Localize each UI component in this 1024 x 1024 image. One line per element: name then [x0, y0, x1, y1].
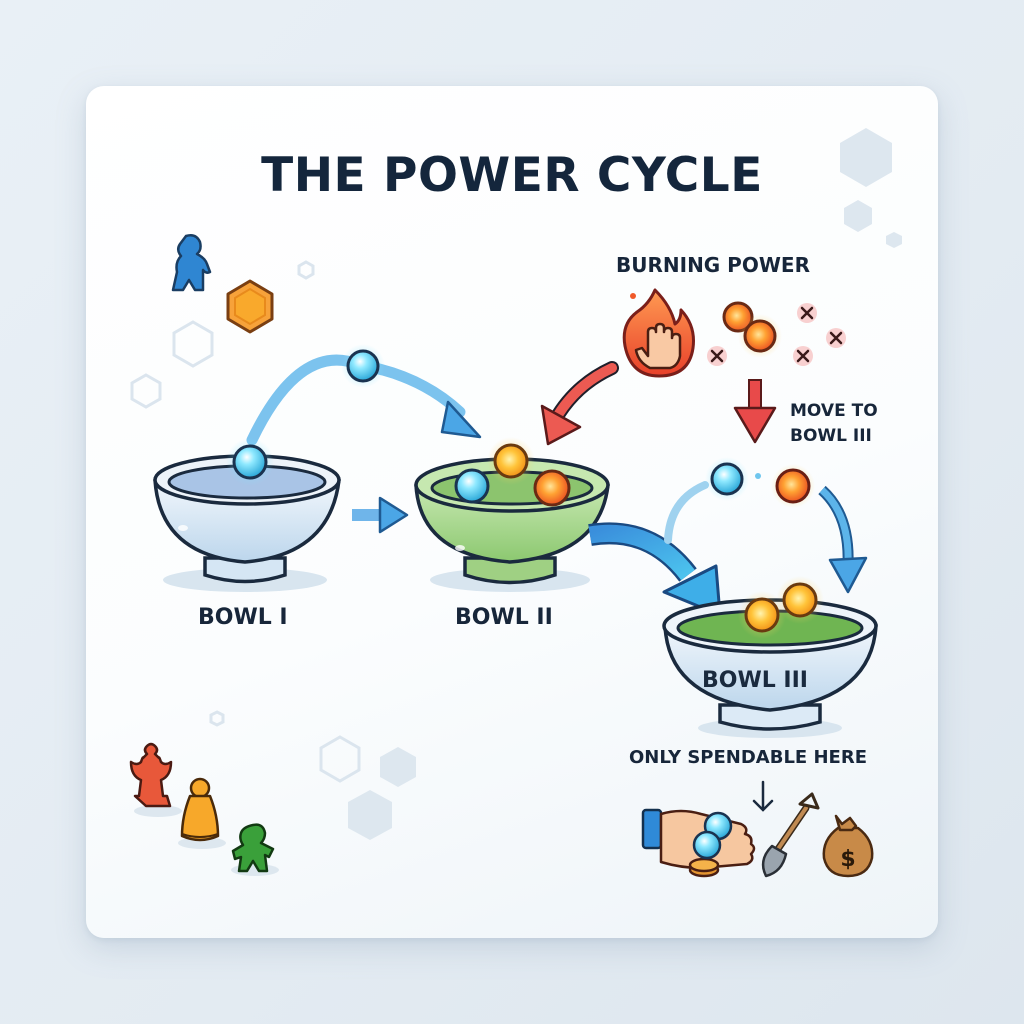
bowl-iii-line: BOWL III [790, 426, 872, 446]
burning-power-label: BURNING POWER [616, 253, 810, 277]
bowl-3-flow-tokens [705, 457, 815, 508]
only-spendable-label: ONLY SPENDABLE HERE [629, 747, 867, 768]
bowl-2-tokens [454, 437, 571, 507]
shovel-icon [761, 792, 820, 878]
red-down-arrow [733, 379, 777, 444]
orange-hex-token-icon [226, 279, 274, 334]
svg-text:$: $ [840, 847, 855, 872]
bowl-3-label: BOWL III [702, 668, 808, 693]
decor-hexagons-filled [348, 128, 902, 840]
bowl-2-label: BOWL II [455, 605, 553, 630]
move-to-line: MOVE TO [790, 401, 878, 421]
bowl-1-label: BOWL I [198, 605, 288, 630]
blue-meeple-icon [171, 234, 212, 292]
small-down-arrow [752, 780, 774, 812]
yellow-pawn-icon [178, 777, 226, 849]
decor-hexagons [130, 260, 361, 783]
red-king-piece-icon [129, 742, 182, 817]
hand-holding-tokens-icon [641, 808, 756, 878]
flame-hand-icon [622, 288, 695, 378]
arrow-bowl1-to-bowl2 [352, 496, 409, 534]
x-mark-icon [707, 303, 846, 366]
red-power-token-icon [722, 301, 782, 358]
move-to-bowl-iii-label: MOVE TO BOWL III [790, 399, 878, 449]
arrow-bowl2-to-bowl3 [588, 522, 722, 617]
green-meeple-icon [231, 823, 279, 876]
page-title: THE POWER CYCLE [261, 148, 763, 203]
bowl-3-tokens [738, 576, 824, 639]
blue-power-token-icon [226, 438, 274, 486]
bowl-3 [662, 598, 878, 738]
money-bag-icon: $ [822, 814, 874, 878]
bowl-3-cycle-arrows [664, 473, 868, 594]
blue-power-token-icon [341, 344, 385, 388]
red-arrow-burn-to-bowl2 [540, 361, 619, 446]
